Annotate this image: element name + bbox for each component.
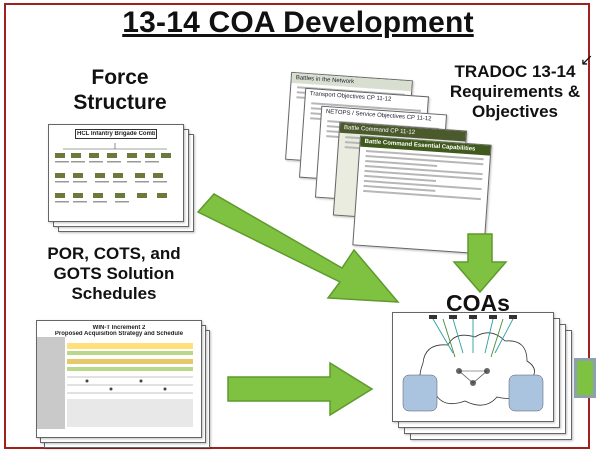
org-chart-graphic <box>55 143 171 203</box>
org-chart-title-box: HCL Infantry Brigade Combat Team <box>75 129 157 139</box>
schedule-document: WIN-T Increment 2 Proposed Acquisition S… <box>36 320 202 438</box>
schedule-chart-graphic <box>37 337 193 429</box>
tradoc-label: TRADOC 13-14 Requirements & Objectives <box>449 62 581 122</box>
force-structure-label: Force Structure <box>73 66 167 114</box>
network-diagram-graphic <box>402 315 544 412</box>
coa-network-diagram <box>392 312 554 422</box>
arrow-tradoc-to-coas-icon <box>452 233 508 294</box>
page-title: 13-14 COA Development <box>122 6 474 39</box>
arrow-force-to-coas-icon <box>196 193 400 303</box>
coas-label: COAs <box>446 290 510 316</box>
next-slide-edge <box>574 358 596 398</box>
pointer-arrow-icon: ↙ <box>580 52 594 69</box>
por-cots-gots-label: POR, COTS, and GOTS Solution Schedules <box>47 244 181 304</box>
force-structure-document: HCL Infantry Brigade Combat Team <box>48 124 184 222</box>
arrow-schedules-to-coas-icon <box>227 361 374 417</box>
